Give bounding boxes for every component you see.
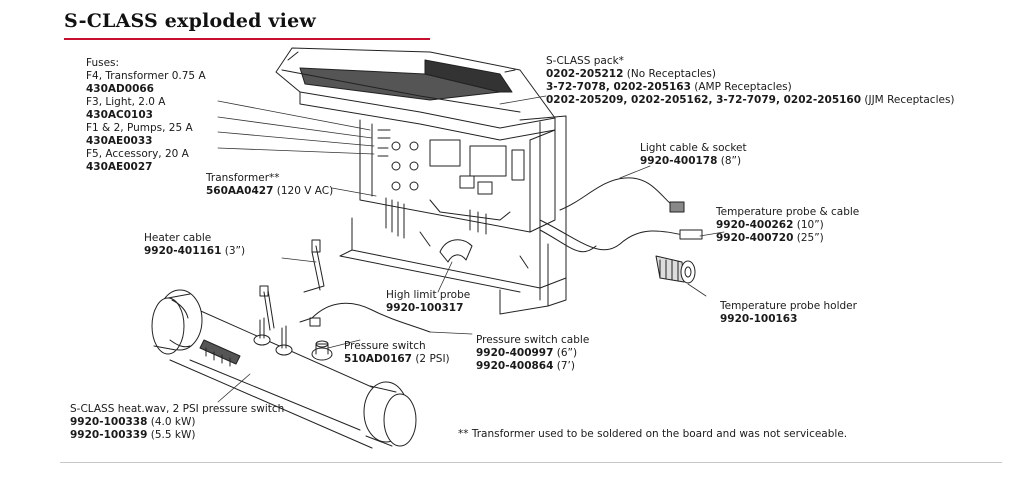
temp-probe-label: Temperature probe & cable: [716, 206, 860, 218]
heater-spec-2: (5.5 kW): [150, 429, 196, 441]
pack-spec-3: (JJM Receptacles): [864, 94, 955, 106]
heater-callout: S-CLASS heat.wav, 2 PSI pressure switch …: [70, 403, 284, 442]
pressure-switch-callout: Pressure switch 510AD0167 (2 PSI): [344, 340, 450, 366]
pressure-cable-spec-1: (6”): [556, 347, 578, 359]
pressure-cable-spec-2: (7’): [556, 360, 575, 372]
fuse-f3-part: 430AC0103: [86, 109, 153, 121]
temp-probe-spec-1: (10”): [796, 219, 824, 231]
pack-part-1: 0202-205212: [546, 68, 624, 80]
probe-holder-callout: Temperature probe holder 9920-100163: [720, 300, 857, 326]
transformer-part: 560AA0427: [206, 185, 274, 197]
heater-part-2: 9920-100339: [70, 429, 148, 441]
heater-cable-callout: Heater cable 9920-401161 (3”): [144, 232, 245, 258]
pressure-cable-part-1: 9920-400997: [476, 347, 554, 359]
fuse-f4-part: 430AD0066: [86, 83, 154, 95]
high-limit-label: High limit probe: [386, 289, 471, 301]
fuse-f5-part: 430AE0027: [86, 161, 153, 173]
probe-holder-label: Temperature probe holder: [720, 300, 857, 312]
pressure-switch-spec: (2 PSI): [415, 353, 450, 365]
pressure-cable-label: Pressure switch cable: [476, 334, 590, 346]
light-cable-label: Light cable & socket: [640, 142, 747, 154]
pack-part-3: 0202-205209, 0202-205162, 3-72-7079, 020…: [546, 94, 862, 106]
pack-cover: [275, 47, 556, 141]
temp-probe-part-1: 9920-400262: [716, 219, 794, 231]
high-limit-part: 9920-100317: [386, 302, 464, 314]
pack-callout: S-CLASS pack* 0202-205212 (No Receptacle…: [546, 55, 955, 107]
pressure-switch-label: Pressure switch: [344, 340, 426, 352]
light-cable-callout: Light cable & socket 9920-400178 (8”): [640, 142, 747, 168]
heater-part-1: 9920-100338: [70, 416, 148, 428]
light-cable: [559, 177, 685, 213]
temp-probe-spec-2: (25”): [796, 232, 824, 244]
transformer-callout: Transformer** 560AA0427 (120 V AC): [206, 172, 333, 198]
high-limit-probe: [439, 239, 473, 263]
fuse-f4-label: F4, Transformer 0.75 A: [86, 70, 206, 82]
mounting-bracket: [339, 217, 567, 315]
pack-label: S-CLASS pack*: [546, 55, 624, 67]
temperature-probe-holder: [655, 255, 696, 284]
temp-probe-part-2: 9920-400720: [716, 232, 794, 244]
pressure-switch-cable: [299, 302, 431, 333]
fuse-f12-label: F1 & 2, Pumps, 25 A: [86, 122, 193, 134]
pack-spec-2: (AMP Receptacles): [694, 81, 792, 93]
temp-probe-callout: Temperature probe & cable 9920-400262 (1…: [716, 206, 859, 245]
fuses-callout: Fuses: F4, Transformer 0.75 A 430AD0066 …: [86, 57, 206, 174]
pack-part-2: 3-72-7078, 0202-205163: [546, 81, 691, 93]
high-limit-callout: High limit probe 9920-100317: [386, 289, 470, 315]
pressure-cable-part-2: 9920-400864: [476, 360, 554, 372]
fuse-f5-label: F5, Accessory, 20 A: [86, 148, 189, 160]
heater-label: S-CLASS heat.wav, 2 PSI pressure switch: [70, 403, 285, 415]
heater-cable-label: Heater cable: [144, 232, 212, 244]
fuses-heading: Fuses:: [86, 57, 120, 69]
title-underline: [64, 38, 430, 40]
heater-tube: [151, 289, 417, 449]
pressure-cable-callout: Pressure switch cable 9920-400997 (6”) 9…: [476, 334, 589, 373]
pressure-switch-part: 510AD0167: [344, 353, 412, 365]
pack-enclosure: [359, 115, 567, 307]
heater-cable-part: 9920-401161: [144, 245, 222, 257]
footer-divider: [60, 462, 1002, 463]
fuse-f3-label: F3, Light, 2.0 A: [86, 96, 166, 108]
fuse-f12-part: 430AE0033: [86, 135, 153, 147]
footnote: ** Transformer used to be soldered on th…: [458, 428, 848, 440]
light-cable-spec: (8”): [720, 155, 742, 167]
heater-cables: [259, 239, 325, 331]
pack-spec-1: (No Receptacles): [626, 68, 716, 80]
transformer-spec: (120 V AC): [276, 185, 334, 197]
transformer-label: Transformer**: [206, 172, 280, 184]
leader-lines: [217, 95, 725, 403]
temperature-probe-cable: [539, 219, 703, 253]
probe-holder-part: 9920-100163: [720, 313, 798, 325]
heater-cable-spec: (3”): [224, 245, 246, 257]
heater-spec-1: (4.0 kW): [150, 416, 196, 428]
light-cable-part: 9920-400178: [640, 155, 718, 167]
diagram-title: S-CLASS exploded view: [64, 10, 316, 32]
